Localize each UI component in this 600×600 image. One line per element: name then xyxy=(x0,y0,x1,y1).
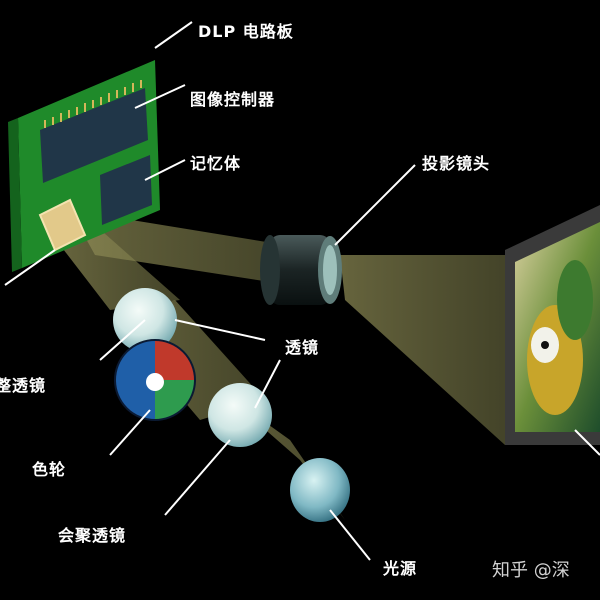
label-color-wheel: 色轮 xyxy=(32,460,67,479)
label-shaping-lens: 修整透镜 xyxy=(0,376,47,395)
memory-chip xyxy=(100,155,152,225)
watermark: 知乎 @深 xyxy=(492,560,570,581)
beam-dmd-to-projection-lens xyxy=(70,210,290,285)
label-dlp-board: DLP 电路板 xyxy=(198,22,294,41)
label-memory: 记忆体 xyxy=(190,154,242,173)
label-projection-lens: 投影镜头 xyxy=(422,154,491,173)
label-lens: 透镜 xyxy=(285,338,320,357)
dmd-chip xyxy=(38,198,87,252)
leader-lines xyxy=(4,21,600,561)
label-light-source: 光源 xyxy=(383,559,418,578)
image-controller-chip xyxy=(40,88,148,183)
beam-projection-to-screen xyxy=(340,255,505,445)
dlp-circuit-board xyxy=(8,60,160,272)
light-source-bulb xyxy=(290,458,350,522)
projection-screen xyxy=(505,205,600,445)
color-wheel xyxy=(114,339,196,421)
chip-pins xyxy=(44,80,142,128)
label-condenser-lens: 会聚透镜 xyxy=(58,526,127,545)
projection-lens-body xyxy=(260,235,342,305)
label-image-controller: 图像控制器 xyxy=(190,90,276,109)
condenser-lens xyxy=(208,383,272,447)
